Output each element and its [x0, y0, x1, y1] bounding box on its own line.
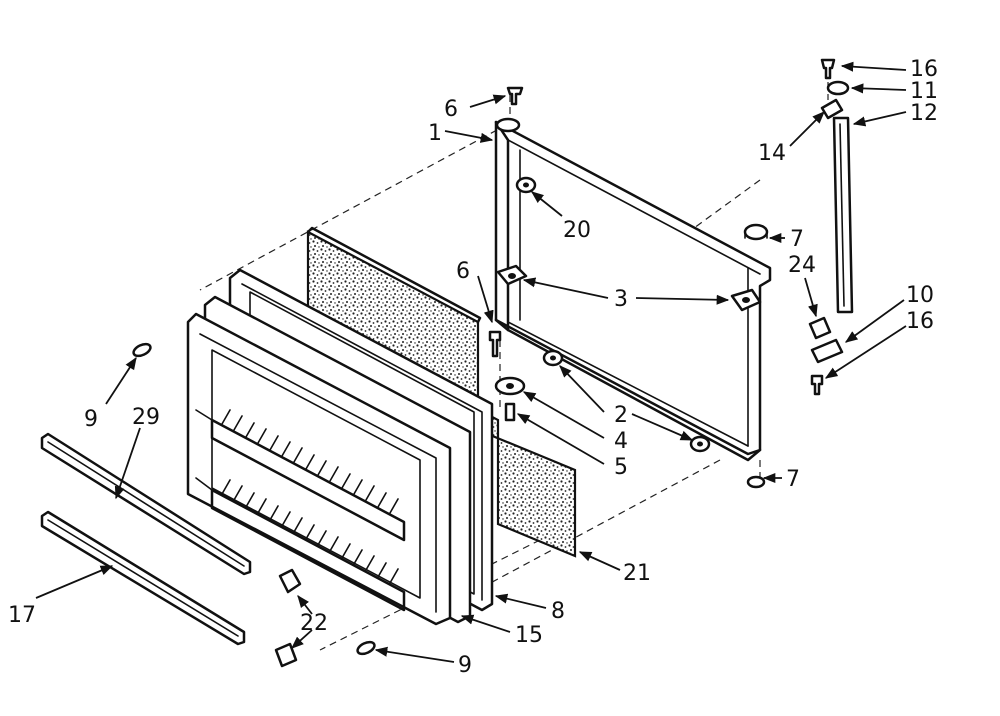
- hinge-washer-part-4: [494, 376, 526, 396]
- label-part-1: 1: [428, 121, 442, 146]
- bushing-part-7-top: [743, 223, 769, 241]
- label-part-14: 14: [758, 141, 786, 166]
- hinge-pin-part-5: [504, 402, 516, 422]
- shelf-end-cap-lower-part-22: [274, 642, 298, 668]
- label-part-20: 20: [563, 218, 591, 243]
- spacer-part-14: [820, 98, 844, 120]
- label-part-7-bottom: 7: [786, 467, 800, 492]
- label-part-2: 2: [614, 403, 628, 428]
- screw-part-16-top: [820, 58, 836, 80]
- label-part-4: 4: [614, 429, 628, 454]
- screw-part-9-bottom: [356, 640, 376, 656]
- label-part-21: 21: [623, 561, 651, 586]
- part-labels: 6 1 20 6 3 2 4 5 7 7 21 8 15 9 9 29 17 2…: [8, 57, 938, 678]
- hinge-plate-part-3-left: [496, 264, 528, 286]
- lower-shelf-ribs: [221, 479, 399, 584]
- screw-part-16-bottom: [810, 374, 824, 396]
- label-part-16-mid: 16: [906, 309, 934, 334]
- label-part-5: 5: [614, 455, 628, 480]
- hinge-bracket-part-20: [515, 176, 537, 194]
- label-part-17: 17: [8, 603, 36, 628]
- label-part-6-top: 6: [444, 97, 458, 122]
- label-part-29: 29: [132, 405, 160, 430]
- upper-shelf-ribs: [221, 409, 399, 514]
- label-part-10: 10: [906, 283, 934, 308]
- leader-lines: [35, 61, 907, 663]
- hinge-plate-part-3-right: [730, 288, 762, 312]
- spacer-part-24: [808, 316, 832, 340]
- label-part-6-mid: 6: [456, 259, 470, 284]
- hinge-part-2-right: [689, 435, 711, 453]
- door-frame-part-1: [494, 117, 772, 462]
- label-part-3: 3: [614, 287, 628, 312]
- hinge-part-2-mid: [542, 349, 564, 367]
- handle-bracket-part-10: [810, 338, 844, 364]
- top-screw-part-6: [506, 86, 524, 106]
- label-part-12: 12: [910, 101, 938, 126]
- shelf-bar-part-17: [40, 510, 246, 646]
- shelf-bar-part-29: [40, 432, 252, 576]
- label-part-8: 8: [551, 599, 565, 624]
- label-part-15: 15: [515, 623, 543, 648]
- label-part-24: 24: [788, 253, 816, 278]
- label-part-9-left: 9: [84, 407, 98, 432]
- label-part-11: 11: [910, 79, 938, 104]
- label-part-22: 22: [300, 611, 328, 636]
- label-part-7-top: 7: [790, 227, 804, 252]
- washer-part-11: [826, 80, 850, 96]
- bushing-part-7-bottom: [746, 475, 766, 489]
- label-part-16-top: 16: [910, 57, 938, 82]
- screw-part-9-left: [132, 342, 152, 358]
- screw-part-6-mid: [488, 330, 502, 358]
- shelf-end-cap-upper-part-22: [278, 568, 302, 594]
- label-part-9-bottom: 9: [458, 653, 472, 678]
- handle-part-12: [832, 116, 854, 314]
